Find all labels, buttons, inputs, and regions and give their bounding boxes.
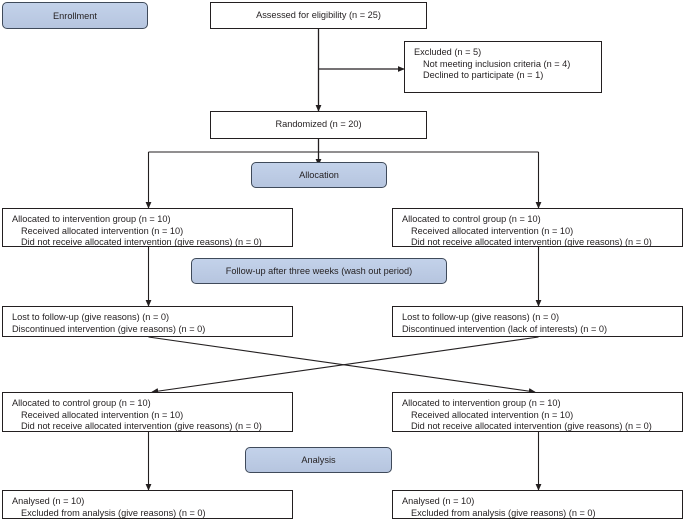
node-followup-right: Lost to follow-up (give reasons) (n = 0)… (392, 306, 683, 337)
node-randomized-line-0: Randomized (n = 20) (275, 119, 362, 130)
node-excluded: Excluded (n = 5) Not meeting inclusion c… (404, 41, 602, 93)
node-cross-left-line-1: Received allocated intervention (n = 10) (21, 409, 184, 420)
banner-allocation-label: Allocation (299, 170, 339, 180)
node-crossover-control-group: Allocated to control group (n = 10) Rece… (2, 392, 293, 432)
banner-analysis: Analysis (245, 447, 392, 473)
edge-crossover-right-to-left (151, 336, 539, 395)
banner-followup-label: Follow-up after three weeks (wash out pe… (225, 266, 413, 276)
node-analysed-left-line-0: Analysed (n = 10) (12, 496, 85, 506)
node-excluded-line-0: Excluded (n = 5) (414, 47, 482, 57)
node-cross-left-line-2: Did not receive allocated intervention (… (21, 421, 262, 432)
node-alloc-left-line-1: Received allocated intervention (n = 10) (21, 225, 184, 236)
node-alloc-right-line-1: Received allocated intervention (n = 10) (411, 225, 574, 236)
banner-enrollment-label: Enrollment (53, 10, 97, 21)
node-analysed-right-line-0: Analysed (n = 10) (402, 496, 475, 506)
node-assessed-for-eligibility: Assessed for eligibility (n = 25) (210, 2, 427, 29)
node-excluded-line-1: Not meeting inclusion criteria (n = 4) (423, 58, 571, 69)
banner-allocation: Allocation (251, 162, 387, 188)
node-alloc-right-line-0: Allocated to control group (n = 10) (402, 214, 541, 224)
node-alloc-left-line-2: Did not receive allocated intervention (… (21, 237, 262, 248)
node-cross-right-line-1: Received allocated intervention (n = 10) (411, 409, 574, 420)
node-follow-right-line-0: Lost to follow-up (give reasons) (n = 0) (402, 312, 560, 322)
node-cross-right-line-2: Did not receive allocated intervention (… (411, 421, 652, 432)
node-follow-left-line-1: Discontinued intervention (give reasons)… (12, 323, 206, 334)
node-analysed-right-line-1: Excluded from analysis (give reasons) (n… (411, 507, 596, 518)
node-cross-right-line-0: Allocated to intervention group (n = 10) (402, 398, 561, 408)
node-allocated-control-group: Allocated to control group (n = 10) Rece… (392, 208, 683, 247)
node-analysed-left: Analysed (n = 10) Excluded from analysis… (2, 490, 293, 519)
node-crossover-intervention-group: Allocated to intervention group (n = 10)… (392, 392, 683, 432)
banner-followup: Follow-up after three weeks (wash out pe… (191, 258, 447, 284)
banner-enrollment: Enrollment (2, 2, 148, 29)
node-analysed-right: Analysed (n = 10) Excluded from analysis… (392, 490, 683, 519)
node-randomized: Randomized (n = 20) (210, 111, 427, 139)
node-excluded-line-2: Declined to participate (n = 1) (423, 70, 544, 81)
node-cross-left-line-0: Allocated to control group (n = 10) (12, 398, 151, 408)
node-analysed-left-line-1: Excluded from analysis (give reasons) (n… (21, 507, 206, 518)
node-alloc-left-line-0: Allocated to intervention group (n = 10) (12, 214, 171, 224)
node-followup-left: Lost to follow-up (give reasons) (n = 0)… (2, 306, 293, 337)
node-follow-left-line-0: Lost to follow-up (give reasons) (n = 0) (12, 312, 170, 322)
edge-crossover-left-to-right (148, 336, 536, 395)
node-follow-right-line-1: Discontinued intervention (lack of inter… (402, 323, 608, 334)
node-alloc-right-line-2: Did not receive allocated intervention (… (411, 237, 652, 248)
node-assessed-line-0: Assessed for eligibility (n = 25) (256, 9, 381, 20)
node-allocated-intervention-group: Allocated to intervention group (n = 10)… (2, 208, 293, 247)
banner-analysis-label: Analysis (301, 455, 336, 465)
